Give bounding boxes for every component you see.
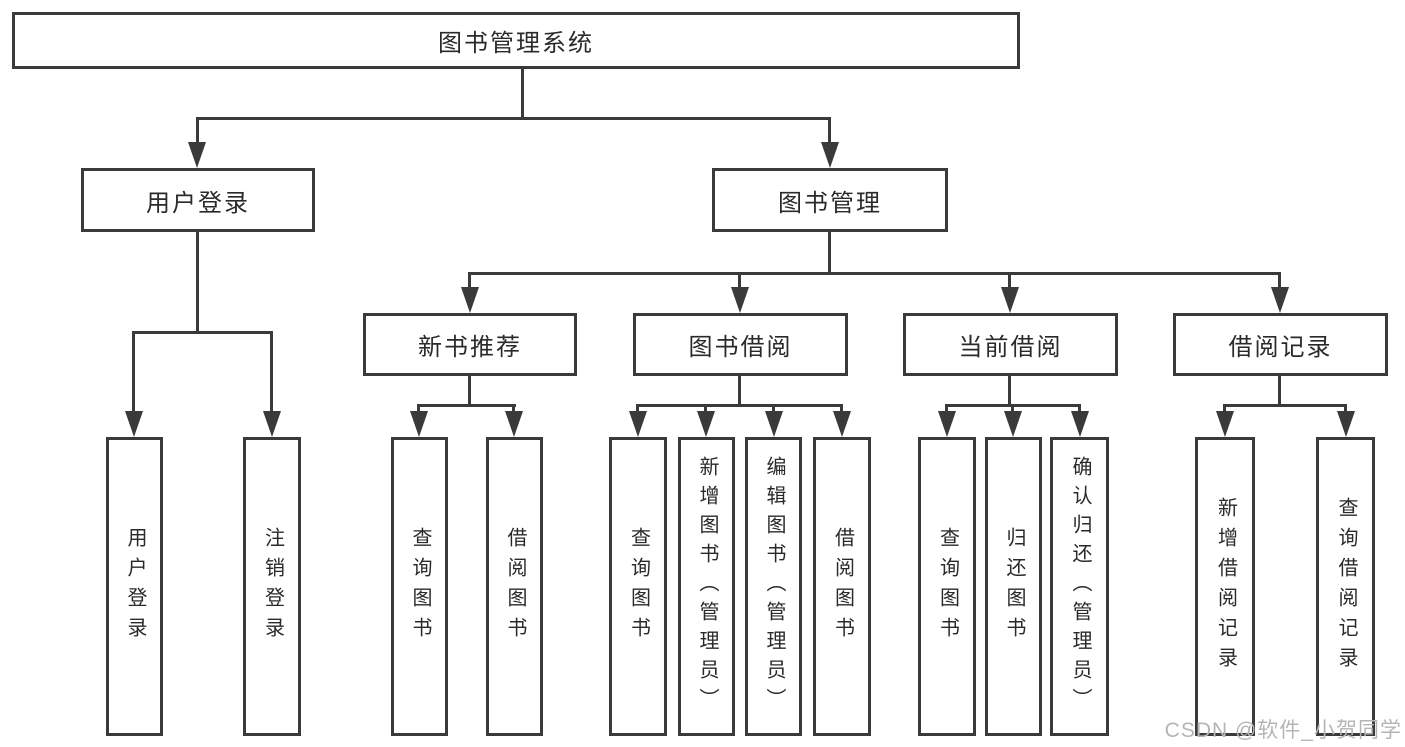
leaf-confirm-return-admin: 确认归还（管理员） xyxy=(1050,437,1109,736)
connector-line xyxy=(1078,404,1081,414)
arrow-down-icon xyxy=(410,411,428,437)
arrow-down-icon xyxy=(938,411,956,437)
connector-line xyxy=(417,404,420,414)
node-label: 新书推荐 xyxy=(418,334,522,361)
node-label: 注销登录 xyxy=(261,526,284,647)
connector-line xyxy=(468,375,471,407)
arrow-down-icon xyxy=(1216,411,1234,437)
leaf-query-books-borrowing: 查询图书 xyxy=(609,437,667,736)
node-label: 归还图书 xyxy=(1003,526,1025,647)
connector-line xyxy=(840,404,843,414)
node-label: 借阅图书 xyxy=(831,526,854,647)
node-library-management-system: 图书管理系统 xyxy=(12,12,1020,69)
node-label: 用户登录 xyxy=(124,526,146,647)
arrow-down-icon xyxy=(765,411,783,437)
node-label: 用户登录 xyxy=(146,189,250,217)
leaf-return-books: 归还图书 xyxy=(985,437,1042,736)
leaf-borrow-books-borrowing: 借阅图书 xyxy=(813,437,871,736)
node-new-book-recommendation: 新书推荐 xyxy=(363,313,577,376)
node-label: 当前借阅 xyxy=(958,334,1063,361)
connector-line xyxy=(196,117,199,145)
connector-line xyxy=(1008,272,1011,289)
connector-line xyxy=(468,272,1281,275)
connector-line xyxy=(1223,404,1226,414)
node-label: 查询图书 xyxy=(409,526,431,647)
leaf-logout-login: 注销登录 xyxy=(243,437,301,736)
connector-line xyxy=(1344,404,1347,414)
arrow-down-icon xyxy=(263,411,281,437)
arrow-down-icon xyxy=(188,142,206,168)
node-label: 图书管理系统 xyxy=(438,30,594,57)
connector-line xyxy=(270,331,273,412)
connector-line xyxy=(196,117,831,120)
leaf-query-books-current: 查询图书 xyxy=(918,437,976,736)
node-label: 编辑图书（管理员） xyxy=(763,456,785,717)
node-label: 确认归还（管理员） xyxy=(1069,456,1091,717)
node-label: 查询借阅记录 xyxy=(1335,496,1357,677)
node-book-management: 图书管理 xyxy=(712,168,948,232)
connector-line xyxy=(1011,404,1014,414)
arrow-down-icon xyxy=(821,142,839,168)
connector-line xyxy=(738,272,741,289)
node-current-borrowing: 当前借阅 xyxy=(903,313,1118,376)
arrow-down-icon xyxy=(1001,287,1019,313)
connector-line xyxy=(1278,375,1281,407)
arrow-down-icon xyxy=(1337,411,1355,437)
node-label: 图书管理 xyxy=(778,189,882,217)
arrow-down-icon xyxy=(505,411,523,437)
arrow-down-icon xyxy=(461,287,479,313)
connector-line xyxy=(1008,375,1011,407)
node-label: 新增借阅记录 xyxy=(1214,496,1237,677)
connector-line xyxy=(521,68,524,120)
connector-line xyxy=(468,272,471,289)
leaf-borrow-books-recommend: 借阅图书 xyxy=(486,437,543,736)
arrow-down-icon xyxy=(731,287,749,313)
leaf-edit-books-admin: 编辑图书（管理员） xyxy=(745,437,802,736)
node-label: 新增图书（管理员） xyxy=(696,456,718,717)
connector-line xyxy=(1278,272,1281,289)
connector-line xyxy=(132,331,135,412)
node-user-login: 用户登录 xyxy=(81,168,315,232)
leaf-add-books-admin: 新增图书（管理员） xyxy=(678,437,735,736)
watermark: CSDN @软件_小贺同学 xyxy=(1164,719,1402,742)
node-label: 借阅图书 xyxy=(504,526,526,647)
connector-line xyxy=(738,375,741,407)
node-label: 查询图书 xyxy=(936,526,959,647)
leaf-query-books-recommend: 查询图书 xyxy=(391,437,448,736)
arrow-down-icon xyxy=(1271,287,1289,313)
connector-line xyxy=(1223,404,1347,407)
connector-line xyxy=(772,404,775,414)
arrow-down-icon xyxy=(833,411,851,437)
connector-line xyxy=(417,404,516,407)
connector-line xyxy=(828,117,831,145)
arrow-down-icon xyxy=(697,411,715,437)
connector-line xyxy=(196,231,199,334)
node-borrowing-records: 借阅记录 xyxy=(1173,313,1388,376)
leaf-add-borrow-record: 新增借阅记录 xyxy=(1195,437,1255,736)
connector-line xyxy=(636,404,843,407)
node-label: 图书借阅 xyxy=(688,334,793,361)
connector-line xyxy=(828,231,831,275)
node-label: 查询图书 xyxy=(627,526,650,647)
connector-line xyxy=(512,404,515,414)
connector-line xyxy=(945,404,948,414)
node-label: 借阅记录 xyxy=(1228,334,1333,361)
arrow-down-icon xyxy=(1004,411,1022,437)
connector-line xyxy=(636,404,639,414)
arrow-down-icon xyxy=(629,411,647,437)
node-book-borrowing: 图书借阅 xyxy=(633,313,848,376)
leaf-query-borrow-record: 查询借阅记录 xyxy=(1316,437,1375,736)
arrow-down-icon xyxy=(125,411,143,437)
arrow-down-icon xyxy=(1071,411,1089,437)
leaf-user-login: 用户登录 xyxy=(106,437,163,736)
connector-line xyxy=(704,404,707,414)
connector-line xyxy=(132,331,273,334)
